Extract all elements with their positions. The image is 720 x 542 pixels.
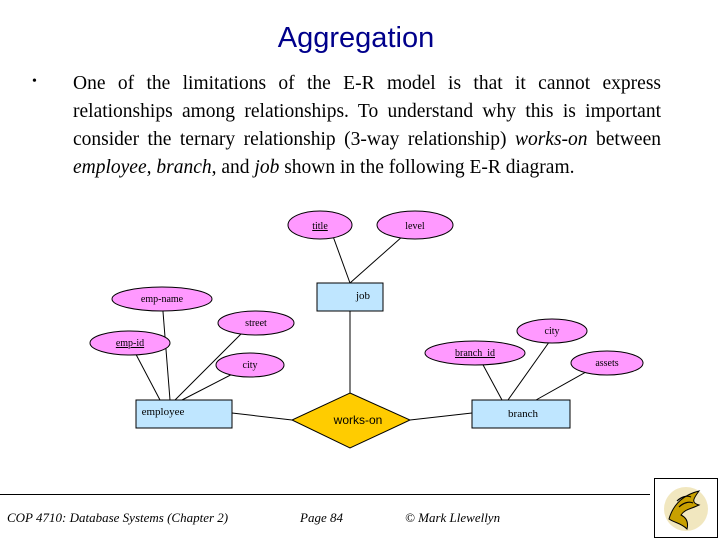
paragraph-italic-employee-branch: employee, branch bbox=[73, 157, 212, 178]
svg-text:job: job bbox=[355, 290, 371, 302]
attribute-emp-id: emp-id bbox=[89, 330, 171, 356]
footer-page: Page 84 bbox=[300, 510, 343, 525]
attribute-branch-id: branch_id bbox=[424, 340, 526, 366]
footer-author: © Mark Llewellyn bbox=[405, 510, 501, 525]
attribute-city-branch: city bbox=[516, 318, 588, 344]
entity-job: job bbox=[316, 282, 384, 312]
attribute-emp-name: emp-name bbox=[111, 286, 213, 312]
body-paragraph: One of the limitations of the E-R model … bbox=[73, 70, 661, 182]
paragraph-text-3: , and bbox=[211, 157, 255, 178]
attribute-level: level bbox=[376, 210, 454, 240]
svg-text:level: level bbox=[405, 221, 425, 232]
paragraph-italic-job: job bbox=[254, 157, 280, 178]
attribute-assets: assets bbox=[570, 350, 644, 376]
svg-text:branch: branch bbox=[508, 408, 538, 420]
slide-title: Aggregation bbox=[277, 22, 435, 54]
attribute-street: street bbox=[217, 310, 295, 336]
svg-text:city: city bbox=[545, 326, 560, 337]
svg-text:emp-name: emp-name bbox=[141, 294, 184, 305]
svg-text:city: city bbox=[243, 360, 258, 371]
paragraph-text-2: between bbox=[587, 129, 661, 150]
bullet-marker: • bbox=[32, 74, 37, 89]
entity-branch: branch bbox=[471, 399, 571, 429]
footer-bar: COP 4710: Database Systems (Chapter 2) P… bbox=[0, 494, 650, 538]
svg-text:assets: assets bbox=[595, 358, 618, 369]
svg-text:street: street bbox=[245, 318, 267, 329]
paragraph-text-4: shown in the following E-R diagram. bbox=[279, 157, 575, 178]
svg-text:employee: employee bbox=[142, 406, 185, 418]
footer-course: COP 4710: Database Systems (Chapter 2) bbox=[7, 510, 229, 525]
svg-text:branch_id: branch_id bbox=[455, 348, 495, 359]
ucf-pegasus-logo-icon bbox=[654, 478, 718, 538]
svg-text:works-on: works-on bbox=[333, 413, 383, 427]
svg-text:emp-id: emp-id bbox=[116, 338, 144, 349]
paragraph-italic-works-on: works-on bbox=[514, 129, 588, 150]
attribute-city-employee: city bbox=[215, 352, 285, 378]
svg-text:title: title bbox=[312, 221, 328, 232]
entity-employee: employee bbox=[135, 399, 233, 429]
paragraph-text-1: One of the limitations of the E-R model … bbox=[73, 73, 661, 150]
relationship-works-on: works-on bbox=[290, 392, 412, 449]
attribute-title: title bbox=[287, 210, 353, 240]
